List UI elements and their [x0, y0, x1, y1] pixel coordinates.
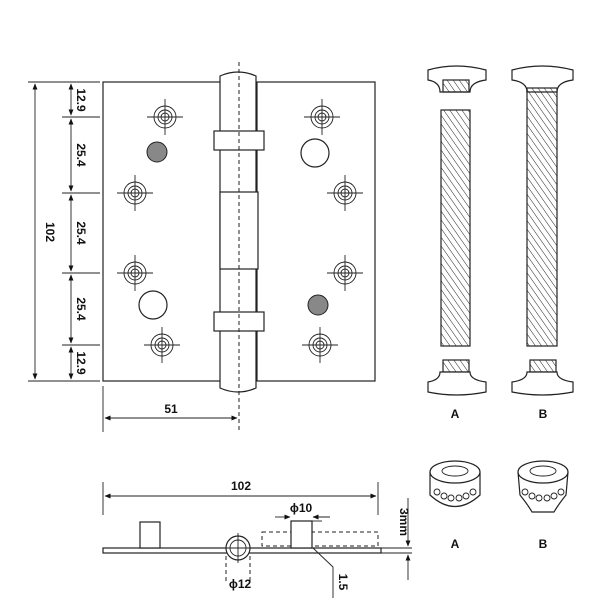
- width-label: 51: [164, 402, 178, 416]
- nut-a-label: A: [451, 537, 460, 551]
- nut-a: A: [429, 460, 481, 551]
- hidden-leaf: [261, 531, 379, 547]
- segment-label: 12.9: [74, 351, 88, 375]
- open-hole: [300, 138, 330, 168]
- countersunk-hole: [116, 254, 154, 292]
- segment-dimensions: 12.9 25.4 25.4 25.4 12.9: [62, 83, 100, 380]
- knuckle-diameter-label: ϕ10: [290, 501, 313, 515]
- knuckle-segment: [290, 520, 313, 549]
- gap-label: 1.5: [336, 574, 350, 591]
- segment-label: 25.4: [74, 221, 88, 245]
- height-label: 102: [43, 222, 57, 242]
- countersunk-hole: [326, 174, 364, 212]
- screw-b: B: [511, 65, 574, 421]
- countersunk-hole: [303, 98, 341, 136]
- countersunk-hole: [301, 326, 339, 364]
- segment-label: 12.9: [74, 88, 88, 112]
- left-leaf: [102, 81, 222, 382]
- screw-a: A: [427, 65, 487, 421]
- right-leaf: [256, 81, 376, 382]
- screw-a-label: A: [451, 407, 460, 421]
- countersunk-hole: [116, 174, 154, 212]
- filled-hole: [307, 294, 329, 316]
- thickness-label: 3mm: [397, 508, 411, 536]
- side-length-label: 102: [231, 479, 251, 493]
- knuckle-segment: [139, 521, 161, 549]
- open-hole: [138, 290, 168, 320]
- nut-b-label: B: [539, 537, 548, 551]
- pin-diameter-label: ϕ12: [229, 577, 252, 591]
- segment-label: 25.4: [74, 143, 88, 167]
- height-dimension: 102: [28, 81, 100, 382]
- filled-hole: [146, 141, 168, 163]
- knuckle: [213, 62, 265, 430]
- screw-b-label: B: [539, 407, 548, 421]
- side-view: 102 ϕ12 ϕ10 3mm 1.5: [102, 479, 412, 598]
- countersunk-hole: [143, 326, 181, 364]
- nut-b: B: [517, 460, 569, 551]
- width-dimension: 51: [102, 386, 238, 432]
- countersunk-hole: [326, 254, 364, 292]
- segment-label: 25.4: [74, 297, 88, 321]
- countersunk-hole: [146, 98, 184, 136]
